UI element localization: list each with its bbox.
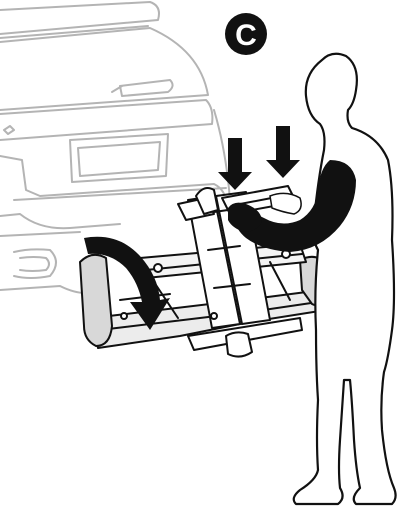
step-badge: C bbox=[225, 13, 267, 55]
arrow-down-icon bbox=[266, 126, 300, 178]
step-badge-label: C bbox=[235, 19, 257, 52]
